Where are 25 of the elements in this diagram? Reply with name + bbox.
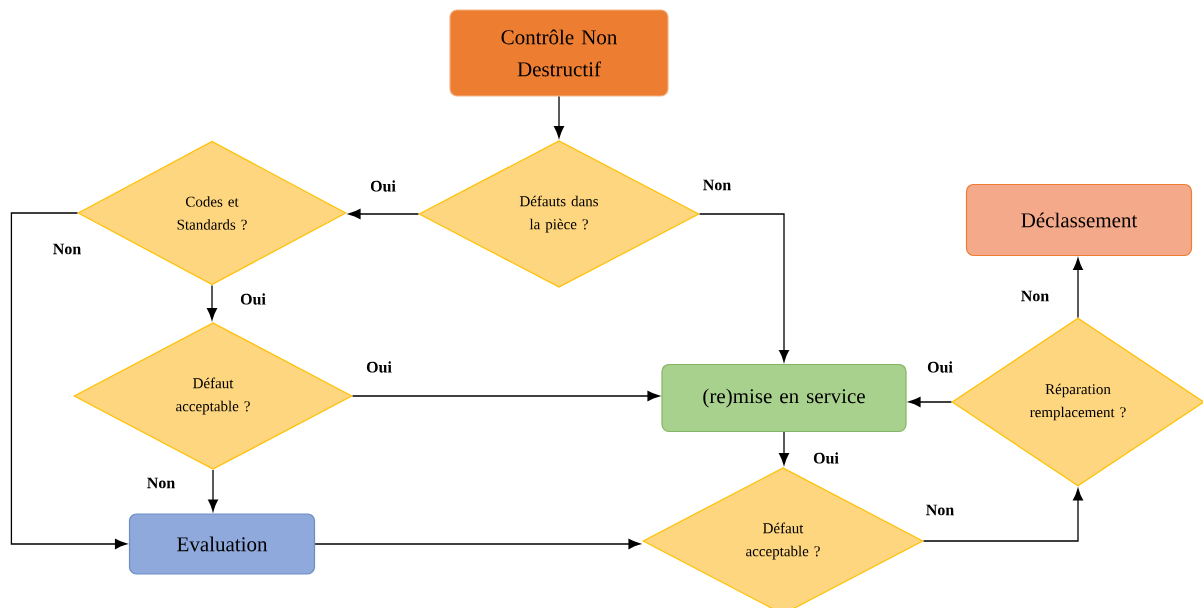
end-box: Déclassement	[965, 183, 1193, 257]
edge-label: Oui	[926, 360, 954, 374]
edge-label: Non	[701, 178, 733, 192]
edge-label: Oui	[365, 360, 393, 374]
edge-label: Non	[924, 503, 956, 517]
edge-label: Oui	[812, 451, 840, 465]
process-box: Contrôle Non Destructif	[449, 9, 669, 97]
arrow	[698, 213, 789, 362]
arrow	[1073, 258, 1083, 319]
arrow	[10, 212, 127, 549]
arrow	[922, 488, 1083, 542]
arrow	[207, 284, 217, 321]
edge-label: Oui	[239, 292, 267, 306]
edge-label: Non	[1019, 289, 1051, 303]
arrow	[351, 391, 660, 401]
process-box: (re)mise en service	[661, 363, 907, 433]
arrow	[208, 469, 218, 512]
arrow	[314, 539, 641, 549]
arrow	[348, 209, 420, 219]
edge-label: Oui	[369, 179, 397, 193]
process-box: Evaluation	[128, 513, 316, 575]
arrow	[908, 397, 953, 407]
edge-label: Non	[145, 476, 177, 490]
arrow	[779, 431, 789, 466]
arrow	[554, 95, 564, 139]
